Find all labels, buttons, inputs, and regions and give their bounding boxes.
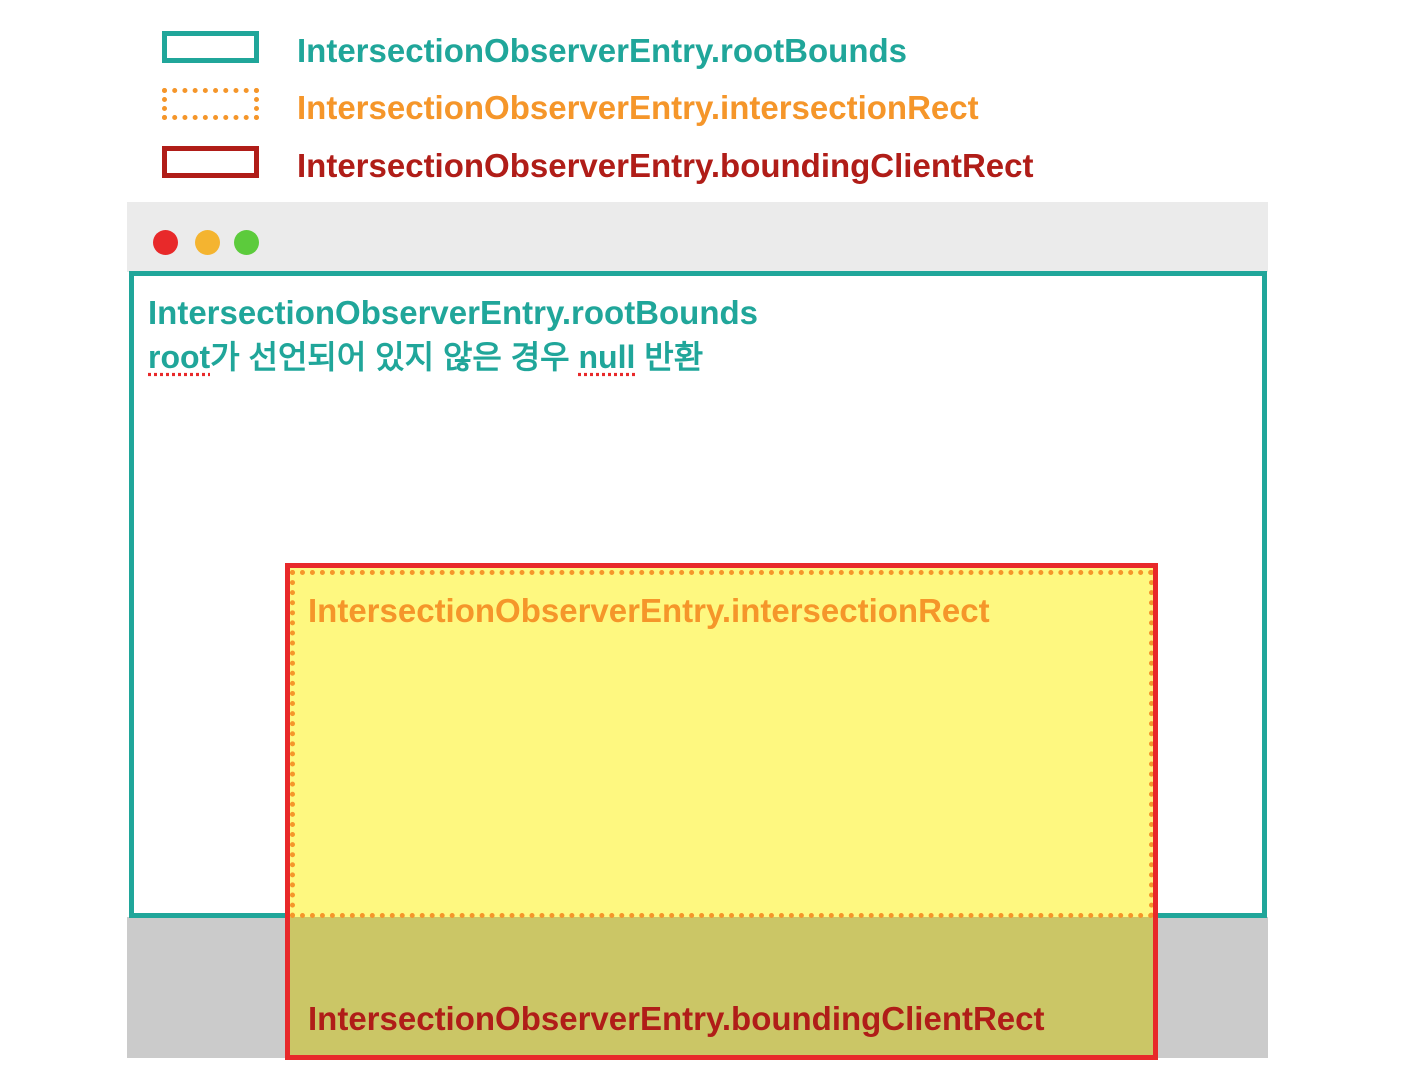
root-note-end: 반환	[635, 339, 704, 375]
browser-titlebar	[127, 202, 1268, 272]
bounding-client-rect-label: IntersectionObserverEntry.boundingClient…	[308, 1000, 1045, 1037]
root-note-middle: 가 선언되어 있지 않은 경우	[210, 339, 579, 375]
intersection-rect-outline	[290, 570, 1154, 918]
target-hidden-area	[290, 917, 1154, 1056]
legend-label-intersection-rect: IntersectionObserverEntry.intersectionRe…	[297, 89, 979, 126]
maximize-window-icon[interactable]	[234, 230, 259, 255]
root-keyword: root	[148, 339, 211, 375]
bounding-client-rect-outline	[285, 563, 1158, 1060]
legend-swatch-intersection-rect	[162, 88, 259, 120]
legend-swatch-bounding-client-rect	[162, 146, 259, 178]
root-bounds-title: IntersectionObserverEntry.rootBounds	[148, 294, 759, 331]
intersection-rect-label: IntersectionObserverEntry.intersectionRe…	[308, 592, 990, 629]
legend-swatch-root-bounds	[162, 31, 259, 63]
target-visible-area	[290, 568, 1154, 917]
null-keyword: null	[578, 339, 636, 375]
close-window-icon[interactable]	[153, 230, 178, 255]
minimize-window-icon[interactable]	[195, 230, 220, 255]
legend-label-bounding-client-rect: IntersectionObserverEntry.boundingClient…	[297, 147, 1034, 184]
legend-label-root-bounds: IntersectionObserverEntry.rootBounds	[297, 32, 908, 69]
root-bounds-note: root가 선언되어 있지 않은 경우 null 반환	[148, 336, 703, 378]
